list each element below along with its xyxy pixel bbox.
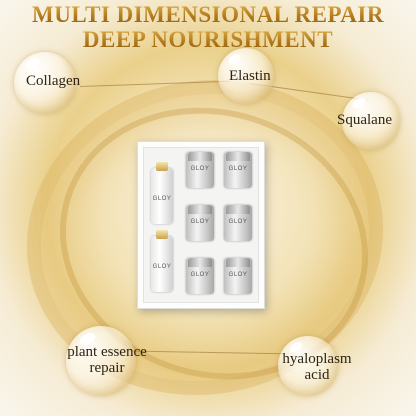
vial-brand: GLOY [190, 219, 210, 225]
squalane-bubble [342, 92, 400, 150]
vial-brand: GLOY [228, 219, 248, 225]
ampoule-brand: GLOY [152, 196, 172, 202]
ampoule-cap [156, 230, 168, 239]
hyaloplasm-label: hyaloplasm acid [272, 351, 362, 383]
vial-1: GLOY [186, 152, 214, 188]
headline-line-2: DEEP NOURISHMENT [0, 27, 416, 53]
hyaloplasm-bubble [278, 336, 338, 396]
ampoule-2: GLOY [151, 230, 173, 292]
vial-brand: GLOY [190, 272, 210, 278]
hyaloplasm-label-line-2: acid [304, 367, 330, 383]
vial-2: GLOY [224, 152, 252, 188]
vial-brand: GLOY [228, 166, 248, 172]
vial-brand: GLOY [190, 166, 210, 172]
elastin-bubble [218, 48, 274, 104]
vial-3: GLOY [186, 205, 214, 241]
ampoule-1: GLOY [151, 162, 173, 224]
plant-essence-bubble [66, 326, 136, 396]
guide-line-collagen-elastin [79, 80, 230, 87]
vial-5: GLOY [186, 258, 214, 294]
collagen-label: Collagen [26, 73, 81, 89]
ampoule-cap [156, 162, 168, 171]
vial-brand: GLOY [228, 272, 248, 278]
hyaloplasm-label-line-1: hyaloplasm [282, 351, 352, 367]
squalane-label: Squalane [337, 112, 392, 128]
ampoule-brand: GLOY [152, 264, 172, 270]
plant-essence-label: plant essence repair [52, 344, 162, 376]
elastin-label: Elastin [229, 68, 271, 84]
vial-6: GLOY [224, 258, 252, 294]
vial-4: GLOY [224, 205, 252, 241]
collagen-bubble [14, 52, 76, 114]
plant-essence-label-line-2: repair [89, 360, 125, 376]
plant-essence-label-line-1: plant essence [67, 344, 147, 360]
headline-line-1: MULTI DIMENSIONAL REPAIR [0, 2, 416, 28]
